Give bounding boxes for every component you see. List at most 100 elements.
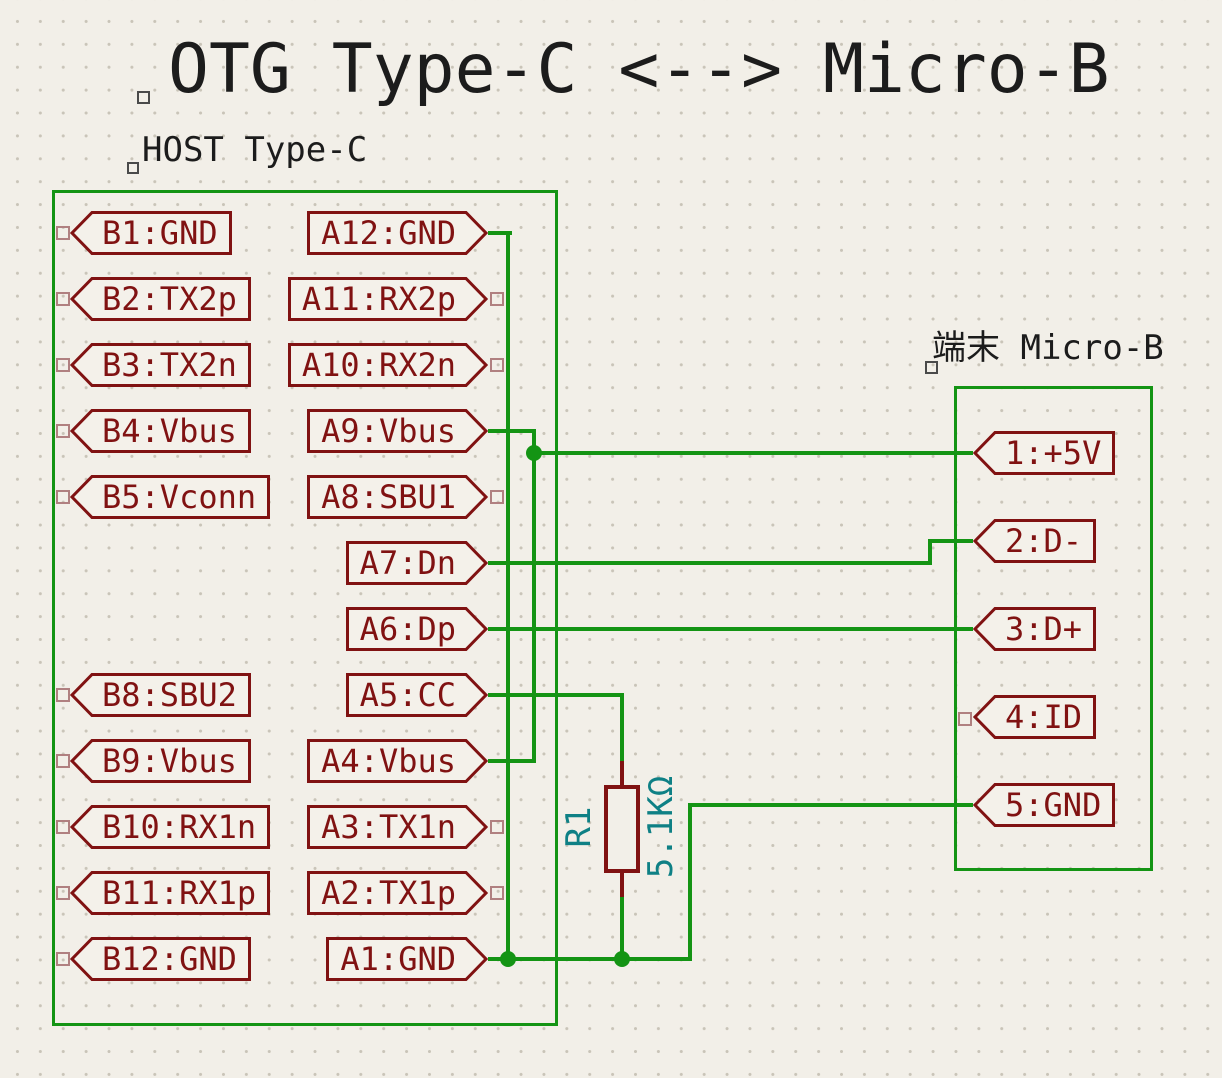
wire-a7-dn-h[interactable] xyxy=(488,561,932,565)
pin-label-b2-tx2p[interactable]: B2:TX2p xyxy=(70,277,251,321)
pin-marker-a8 xyxy=(490,490,504,504)
pin-label-shape xyxy=(307,739,489,783)
pin-marker-a3 xyxy=(490,820,504,834)
wire-gnd-vertical[interactable] xyxy=(506,231,510,961)
wire-gnd-riser-v[interactable] xyxy=(688,803,692,961)
pin-label-shape xyxy=(287,277,488,321)
host-section-title[interactable]: HOST Type-C xyxy=(142,130,368,170)
pin-label-shape xyxy=(973,695,1096,739)
wire-a12-gnd-h[interactable] xyxy=(488,231,512,235)
pin-marker-a10 xyxy=(490,358,504,372)
pin-label-a5-cc[interactable]: A5:CC xyxy=(345,673,488,717)
pin-marker-b5 xyxy=(56,490,70,504)
pin-label-a10-rx2n[interactable]: A10:RX2n xyxy=(287,343,488,387)
pin-label-b10-rx1n[interactable]: B10:RX1n xyxy=(70,805,270,849)
pin-label-shape xyxy=(70,277,251,321)
wire-plus5v-h[interactable] xyxy=(532,451,973,455)
pin-label-5-gnd[interactable]: 5:GND xyxy=(973,783,1115,827)
pin-label-shape xyxy=(70,211,232,255)
wire-5gnd-h[interactable] xyxy=(688,803,973,807)
wire-dminus-jog-v[interactable] xyxy=(928,539,932,565)
pin-marker-b9 xyxy=(56,754,70,768)
pin-marker-b4 xyxy=(56,424,70,438)
pin-label-shape xyxy=(287,343,488,387)
pin-label-shape xyxy=(307,409,489,453)
pin-label-shape xyxy=(973,783,1115,827)
resistor-reference[interactable]: R1 xyxy=(559,806,599,848)
pin-label-shape xyxy=(70,937,251,981)
wire-a1-gnd-h[interactable] xyxy=(488,957,692,961)
wire-a9-vbus-h[interactable] xyxy=(488,429,536,433)
junction-vbus[interactable] xyxy=(526,445,542,461)
wire-a5-cc-h[interactable] xyxy=(488,693,624,697)
pin-label-shape xyxy=(345,607,488,651)
host-connector-box[interactable] xyxy=(52,190,558,1026)
pin-label-a6-dp[interactable]: A6:Dp xyxy=(345,607,488,651)
pin-label-a12-gnd[interactable]: A12:GND xyxy=(307,211,489,255)
resistor-body[interactable] xyxy=(604,785,640,873)
micro-title-anchor-marker xyxy=(925,361,938,374)
title-anchor-marker xyxy=(137,91,150,104)
host-title-anchor-marker xyxy=(127,162,139,174)
pin-label-shape xyxy=(70,475,270,519)
resistor-pin-bottom xyxy=(620,869,624,897)
pin-label-shape xyxy=(345,541,488,585)
pin-label-a9-vbus[interactable]: A9:Vbus xyxy=(307,409,489,453)
pin-label-shape xyxy=(307,211,489,255)
pin-label-shape xyxy=(70,343,251,387)
pin-label-b4-vbus[interactable]: B4:Vbus xyxy=(70,409,251,453)
pin-label-a3-tx1n[interactable]: A3:TX1n xyxy=(307,805,489,849)
wire-resistor-top-v[interactable] xyxy=(620,693,624,763)
pin-marker-b1 xyxy=(56,226,70,240)
pin-label-shape xyxy=(973,607,1096,651)
pin-label-b9-vbus[interactable]: B9:Vbus xyxy=(70,739,251,783)
pin-marker-b12 xyxy=(56,952,70,966)
pin-label-b11-rx1p[interactable]: B11:RX1p xyxy=(70,871,270,915)
pin-label-1-5v[interactable]: 1:+5V xyxy=(973,431,1115,475)
junction-gnd-left[interactable] xyxy=(500,951,516,967)
pin-label-shape xyxy=(345,673,488,717)
pin-label-a11-rx2p[interactable]: A11:RX2p xyxy=(287,277,488,321)
pin-marker-b10 xyxy=(56,820,70,834)
pin-label-2-dminus[interactable]: 2:D- xyxy=(973,519,1096,563)
pin-label-b12-gnd[interactable]: B12:GND xyxy=(70,937,251,981)
pin-label-a4-vbus[interactable]: A4:Vbus xyxy=(307,739,489,783)
wire-resistor-bottom-v[interactable] xyxy=(620,895,624,961)
pin-marker-a2 xyxy=(490,886,504,900)
pin-label-shape xyxy=(70,871,270,915)
pin-label-3-dplus[interactable]: 3:D+ xyxy=(973,607,1096,651)
pin-label-shape xyxy=(307,475,489,519)
pin-label-4-id[interactable]: 4:ID xyxy=(973,695,1096,739)
pin-label-b8-sbu2[interactable]: B8:SBU2 xyxy=(70,673,251,717)
pin-label-a2-tx1p[interactable]: A2:TX1p xyxy=(307,871,489,915)
pin-marker-b3 xyxy=(56,358,70,372)
wire-a4-vbus-h[interactable] xyxy=(488,759,536,763)
pin-label-a1-gnd[interactable]: A1:GND xyxy=(326,937,489,981)
resistor-pin-top xyxy=(620,761,624,787)
wire-vbus-vertical[interactable] xyxy=(532,429,536,763)
pin-marker-b8 xyxy=(56,688,70,702)
pin-label-b5-vconn[interactable]: B5:Vconn xyxy=(70,475,270,519)
pin-label-shape xyxy=(307,871,489,915)
junction-gnd-resistor[interactable] xyxy=(614,951,630,967)
pin-label-b3-tx2n[interactable]: B3:TX2n xyxy=(70,343,251,387)
pin-label-a8-sbu1[interactable]: A8:SBU1 xyxy=(307,475,489,519)
micro-section-title[interactable]: 端末 Micro-B xyxy=(932,328,1164,368)
pin-marker-a11 xyxy=(490,292,504,306)
pin-marker-b2 xyxy=(56,292,70,306)
pin-marker-b11 xyxy=(56,886,70,900)
pin-label-shape xyxy=(973,519,1096,563)
pin-label-shape xyxy=(70,805,270,849)
schematic-title[interactable]: OTG Type-C <--> Micro-B xyxy=(168,30,1110,109)
wire-dplus-h[interactable] xyxy=(488,627,973,631)
pin-label-a7-dn[interactable]: A7:Dn xyxy=(345,541,488,585)
pin-label-shape xyxy=(70,673,251,717)
resistor-value[interactable]: 5.1KΩ xyxy=(641,775,681,879)
pin-label-shape xyxy=(326,937,489,981)
pin-marker-4id xyxy=(958,712,972,726)
pin-label-b1-gnd[interactable]: B1:GND xyxy=(70,211,232,255)
pin-label-shape xyxy=(973,431,1115,475)
wire-dminus-h[interactable] xyxy=(928,539,973,543)
pin-label-shape xyxy=(307,805,489,849)
